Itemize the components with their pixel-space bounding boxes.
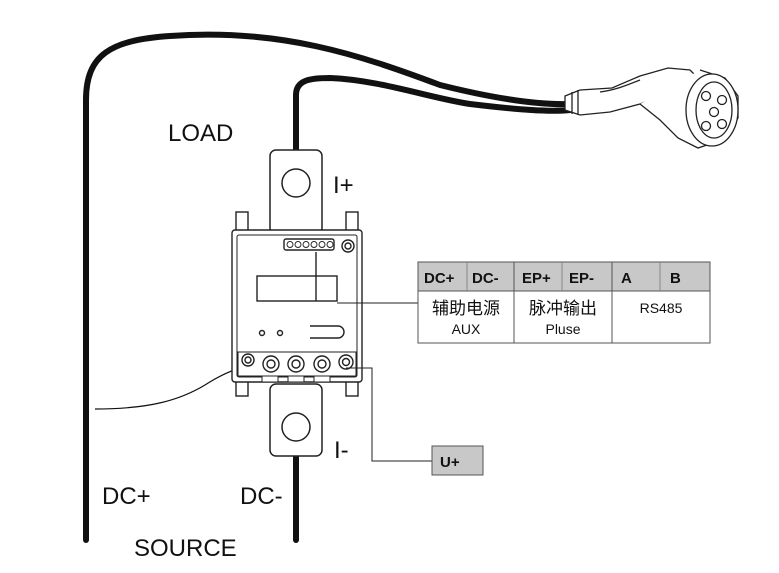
source-label: SOURCE bbox=[134, 535, 237, 562]
terminal-table: DC+ DC- EP+ EP- A B 辅助电源 AUX 脉冲输出 Pluse … bbox=[417, 261, 711, 344]
u-plus-box bbox=[431, 445, 484, 476]
ev-charging-plug-icon bbox=[564, 67, 739, 149]
i-minus-label: I- bbox=[334, 437, 349, 464]
i-plus-label: I+ bbox=[333, 172, 354, 199]
load-label: LOAD bbox=[168, 120, 233, 147]
u-plus-leader-line bbox=[346, 367, 432, 462]
header-dc-plus: DC+ bbox=[424, 270, 455, 287]
header-ep-plus: EP+ bbox=[522, 270, 551, 287]
header-b: B bbox=[670, 270, 681, 287]
dc-plus-label: DC+ bbox=[102, 483, 151, 510]
top-busbar bbox=[269, 149, 323, 235]
dc-energy-meter-icon bbox=[231, 211, 363, 397]
header-dc-minus: DC- bbox=[472, 270, 499, 287]
bottom-busbar bbox=[269, 383, 323, 457]
load-wire bbox=[293, 74, 573, 183]
group-pulse-en: Pluse bbox=[545, 321, 580, 337]
dc-plus-wire bbox=[83, 31, 573, 543]
dc-minus-label: DC- bbox=[240, 483, 283, 510]
group-rs485: RS485 bbox=[640, 300, 683, 316]
header-a: A bbox=[621, 270, 632, 287]
u-plus-label: U+ bbox=[440, 454, 460, 471]
group-aux-cn: 辅助电源 bbox=[432, 299, 500, 318]
group-pulse-cn: 脉冲输出 bbox=[529, 299, 597, 318]
header-ep-minus: EP- bbox=[569, 270, 594, 287]
group-aux-en: AUX bbox=[452, 321, 481, 337]
